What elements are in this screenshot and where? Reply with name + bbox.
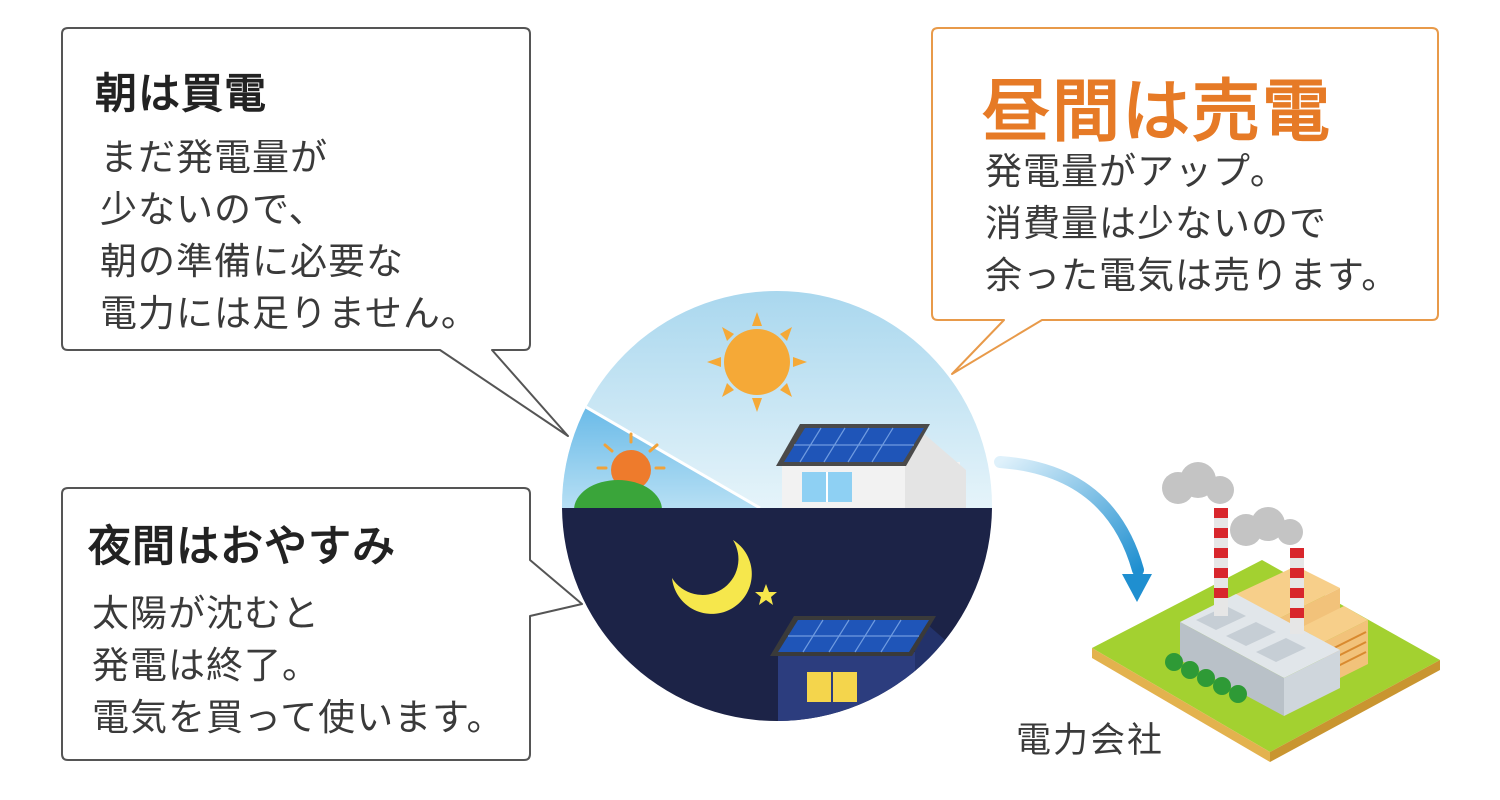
sun-icon — [707, 312, 807, 412]
moon-icon — [672, 540, 752, 614]
morning-speech-bubble — [61, 27, 569, 437]
morning-description: まだ発電量が 少ないので、 朝の準備に必要な 電力には足りません。 — [100, 132, 479, 340]
power-plant-icon — [1092, 462, 1440, 762]
daytime-line: 発電量がアップ。 — [985, 150, 1288, 193]
scene-circle — [562, 291, 992, 721]
night-line: 発電は終了。 — [92, 644, 320, 687]
star-icon — [755, 584, 777, 605]
morning-line: まだ発電量が — [100, 136, 328, 179]
power-company-label: 電力会社 — [1016, 721, 1165, 761]
daytime-description: 発電量がアップ。 消費量は少ないので 余った電気は売ります。 — [985, 146, 1399, 302]
morning-line: 少ないので、 — [100, 188, 327, 231]
daytime-line: 余った電気は売ります。 — [985, 254, 1400, 297]
night-speech-bubble — [61, 487, 583, 761]
night-description: 太陽が沈むと 発電は終了。 電気を買って使います。 — [92, 588, 504, 744]
morning-title: 朝は買電 — [95, 69, 268, 118]
flow-arrow-icon — [994, 456, 1152, 602]
morning-sun-icon — [596, 432, 666, 490]
daytime-speech-bubble — [931, 27, 1439, 375]
daytime-line: 消費量は少ないので — [985, 202, 1327, 245]
solar-house-icon — [776, 424, 966, 508]
night-line: 太陽が沈むと — [92, 592, 320, 635]
night-line: 電気を買って使います。 — [92, 696, 505, 739]
daytime-title: 昼間は売電 — [982, 73, 1333, 152]
night-title: 夜間はおやすみ — [88, 522, 396, 572]
morning-line: 朝の準備に必要な — [100, 240, 404, 283]
morning-line: 電力には足りません。 — [100, 292, 479, 335]
